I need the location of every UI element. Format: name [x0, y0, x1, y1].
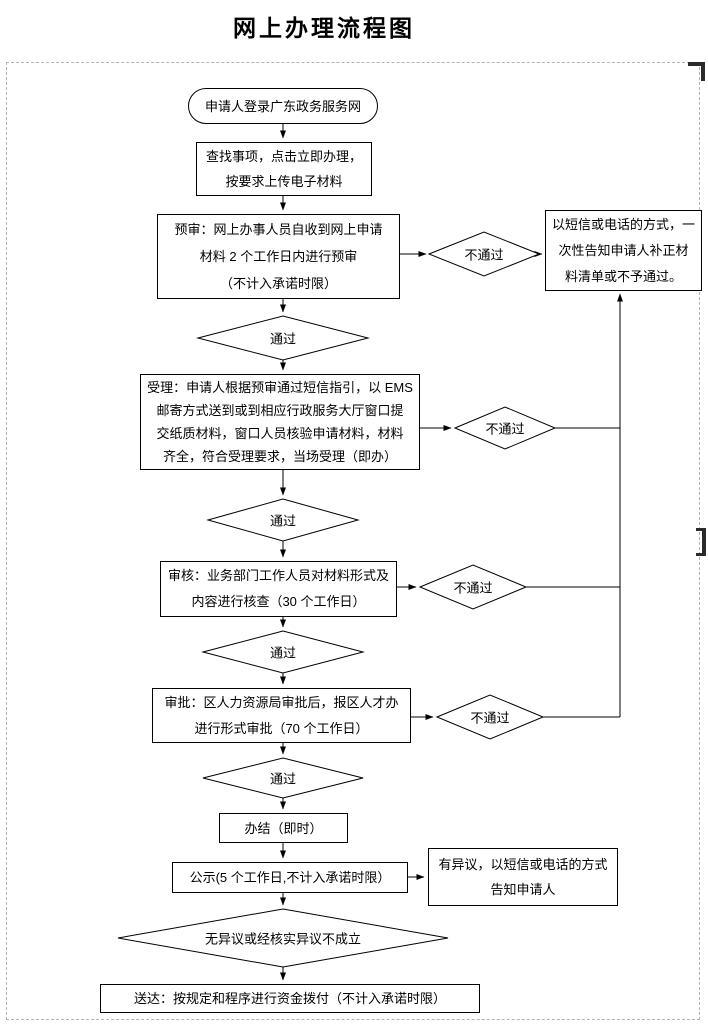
label-fail-preliminary: 不通过 [464, 247, 504, 263]
node-line: 查找事项，点击立即办理， [205, 149, 362, 164]
label-fail-acceptance: 不通过 [485, 421, 525, 437]
label-pass-acceptance: 通过 [269, 513, 297, 529]
label-pass-preliminary: 通过 [269, 331, 297, 347]
node-find-item: 查找事项，点击立即办理， 按要求上传电子材料 [196, 142, 372, 196]
diamond-pass-approval [202, 757, 364, 799]
diamond-fail-acceptance [453, 406, 557, 450]
node-line: （不计入承诺时限） [219, 276, 337, 291]
node-line: 齐全，符合受理要求，当场受理（即办） [162, 449, 397, 464]
node-line: 以短信或电话的方式，一 [551, 216, 695, 232]
node-start: 申请人登录广东政务服务网 [188, 88, 378, 124]
node-line: 料清单或不予通过。 [564, 268, 682, 284]
diamond-fail-preliminary [427, 231, 541, 277]
page-corner-mark-top-right [688, 62, 705, 81]
diamond-fail-approval [435, 694, 545, 740]
node-publicity: 公示(5 个工作日,不计入承诺时限） [172, 862, 408, 893]
node-review: 审核：业务部门工作人员对材料形式及 内容进行核查（30 个工作日） [160, 561, 397, 617]
page-boundary-dashed [6, 62, 700, 1020]
diamond-no-objection [117, 908, 449, 968]
label-fail-approval: 不通过 [470, 710, 510, 726]
node-line: 有异议，以短信或电话的方式 [438, 857, 608, 872]
label-fail-review: 不通过 [453, 580, 493, 596]
node-line: 邮寄方式送到或到相应行政服务大厅窗口提 [156, 403, 404, 418]
node-acceptance: 受理：申请人根据预审通过短信指引，以 EMS 邮寄方式送到或到相应行政服务大厅窗… [140, 374, 420, 470]
node-completion: 办结（即时） [219, 813, 348, 843]
label-pass-review: 通过 [269, 645, 297, 661]
node-preliminary-review: 预审：网上办事人员自收到网上申请 材料 2 个工作日内进行预审 （不计入承诺时限… [157, 214, 400, 299]
diamond-pass-acceptance [206, 498, 360, 542]
diamond-fail-review [418, 564, 528, 610]
node-line: 按要求上传电子材料 [225, 174, 343, 189]
node-line: 次性告知申请人补正材 [558, 242, 689, 258]
node-line: 交纸质材料，窗口人员核验申请材料，材料 [156, 426, 404, 441]
label-pass-approval: 通过 [269, 771, 297, 787]
decision-diamonds [117, 231, 557, 968]
node-line: 预审：网上办事人员自收到网上申请 [174, 222, 383, 237]
node-objection-notify: 有异议，以短信或电话的方式 告知申请人 [428, 848, 618, 906]
diamond-pass-preliminary [196, 315, 370, 361]
label-no-objection: 无异议或经核实异议不成立 [204, 931, 362, 947]
node-line: 审批：区人力资源局审批后，报区人才办 [164, 694, 399, 710]
node-line: 告知申请人 [490, 882, 556, 897]
node-delivery: 送达：按规定和程序进行资金拨付（不计入承诺时限） [100, 984, 480, 1013]
node-line: 内容进行核查（30 个工作日） [191, 594, 366, 609]
node-notify-correction: 以短信或电话的方式，一 次性告知申请人补正材 料清单或不予通过。 [545, 210, 702, 291]
node-line: 审核：业务部门工作人员对材料形式及 [167, 568, 389, 583]
node-line: 材料 2 个工作日内进行预审 [199, 249, 358, 264]
node-line: 进行形式审批（70 个工作日） [194, 720, 369, 736]
arrow-lines [280, 124, 623, 981]
node-approval: 审批：区人力资源局审批后，报区人才办 进行形式审批（70 个工作日） [152, 688, 411, 743]
page-title: 网上办理流程图 [233, 16, 415, 41]
node-line: 受理：申请人根据预审通过短信指引，以 EMS [147, 380, 413, 395]
page-corner-mark-right [696, 528, 706, 556]
diamond-pass-review [201, 630, 365, 674]
